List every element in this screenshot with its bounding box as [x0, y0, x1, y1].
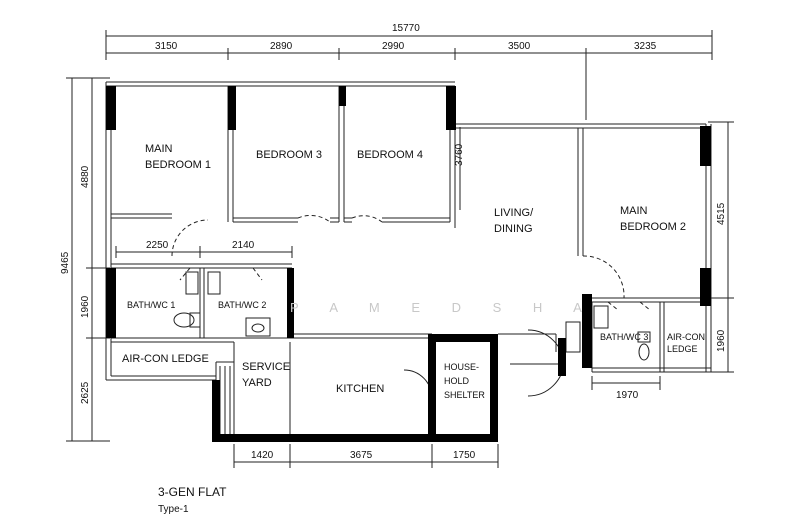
- dim-top-3: 2990: [382, 41, 405, 52]
- label-kitchen: KITCHEN: [336, 383, 384, 395]
- label-bath-wc-3: BATH/WC 3: [600, 332, 648, 342]
- label-living-dining-b: DINING: [494, 223, 533, 235]
- plan-subtitle: Type-1: [158, 504, 189, 515]
- label-main-bedroom-1-b: BEDROOM 1: [145, 159, 211, 171]
- label-main-bedroom-2-b: BEDROOM 2: [620, 221, 686, 233]
- label-aircon-ledge-right-b: LEDGE: [667, 344, 698, 354]
- structural-walls: [106, 86, 711, 442]
- dim-top-5: 3235: [634, 41, 657, 52]
- label-aircon-ledge-left: AIR-CON LEDGE: [122, 353, 209, 365]
- label-shelter-a: HOUSE-: [444, 362, 479, 372]
- watermark-text: P A M E D S H A: [290, 300, 596, 315]
- bottom-dimensions: [233, 376, 661, 468]
- dim-bottom-3: 1750: [453, 450, 476, 461]
- dim-bath3-width: 1970: [616, 390, 639, 401]
- label-shelter-b: HOLD: [444, 376, 470, 386]
- dim-bedroom4-depth: 3760: [454, 143, 465, 166]
- label-living-dining-a: LIVING/: [494, 207, 534, 219]
- dim-bottom-2: 3675: [350, 450, 373, 461]
- dim-top-1: 3150: [155, 41, 178, 52]
- dim-left-total: 9465: [60, 251, 71, 274]
- dim-inner-1: 2250: [146, 240, 169, 251]
- label-bedroom-4: BEDROOM 4: [357, 149, 423, 161]
- dimension-labels: 15770 3150 2890 2990 3500 3235 9465 4880…: [60, 23, 727, 461]
- label-main-bedroom-1-a: MAIN: [145, 143, 173, 155]
- fixtures: [173, 271, 651, 361]
- dim-top-4: 3500: [508, 41, 531, 52]
- plan-title: 3-GEN FLAT: [158, 485, 227, 499]
- dim-top-2: 2890: [270, 41, 293, 52]
- door-swings: [171, 214, 651, 339]
- label-bath-wc-2: BATH/WC 2: [218, 300, 266, 310]
- dim-inner-2: 2140: [232, 240, 255, 251]
- label-service-yard-a: SERVICE: [242, 361, 290, 373]
- dim-right-2: 1960: [716, 329, 727, 352]
- room-labels: MAIN BEDROOM 1 BEDROOM 3 BEDROOM 4 LIVIN…: [122, 143, 705, 400]
- top-dimensions: [105, 30, 713, 120]
- label-bath-wc-1: BATH/WC 1: [127, 300, 175, 310]
- inner-dimensions: [115, 127, 461, 258]
- label-aircon-ledge-right-a: AIR-CON: [667, 332, 705, 342]
- dim-left-2: 1960: [80, 295, 91, 318]
- walls: [105, 81, 712, 434]
- label-bedroom-3: BEDROOM 3: [256, 149, 322, 161]
- dim-bottom-1: 1420: [251, 450, 274, 461]
- caption: 3-GEN FLAT Type-1: [158, 485, 227, 515]
- right-dimensions: [708, 121, 734, 373]
- dim-right-1: 4515: [716, 202, 727, 225]
- label-service-yard-b: YARD: [242, 377, 272, 389]
- label-shelter-c: SHELTER: [444, 390, 485, 400]
- label-main-bedroom-2-a: MAIN: [620, 205, 648, 217]
- dim-total-width: 15770: [392, 23, 420, 34]
- dim-left-3: 2625: [80, 381, 91, 404]
- dim-left-1: 4880: [80, 165, 91, 188]
